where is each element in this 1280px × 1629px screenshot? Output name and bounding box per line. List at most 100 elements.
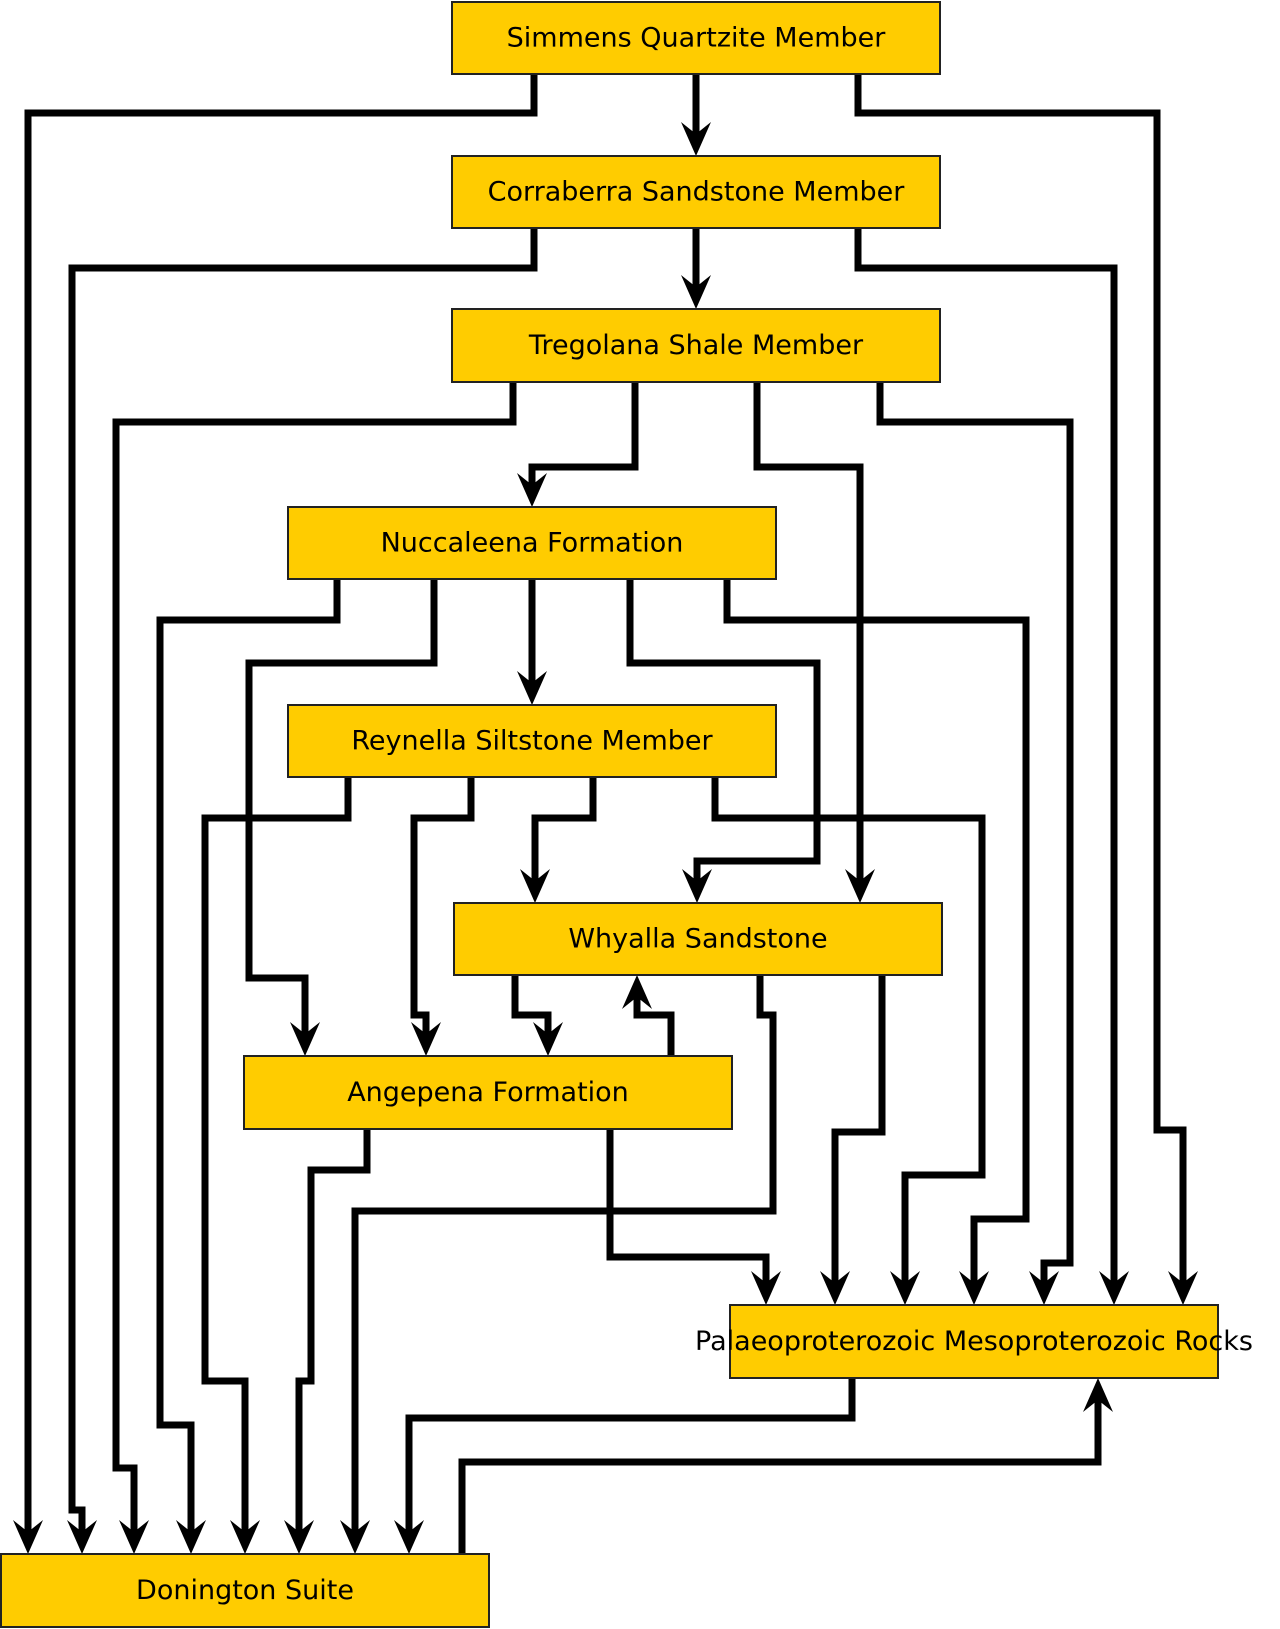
edge-line bbox=[723, 579, 1030, 1285]
edge-line bbox=[831, 975, 886, 1285]
node-palaeo[interactable]: Palaeoproterozoic Mesoproterozoic Rocks bbox=[695, 1304, 1253, 1379]
node-corraberra[interactable]: Corraberra Sandstone Member bbox=[451, 155, 941, 229]
node-box[interactable] bbox=[453, 902, 943, 976]
edge-reynella-to-palaeo bbox=[711, 777, 986, 1305]
edge-line bbox=[633, 995, 675, 1056]
node-box[interactable] bbox=[287, 506, 777, 580]
arrow-head-icon bbox=[290, 1022, 320, 1056]
arrow-head-icon bbox=[681, 122, 711, 156]
edge-line bbox=[156, 579, 341, 1534]
node-box[interactable] bbox=[287, 704, 777, 778]
node-box[interactable] bbox=[243, 1055, 733, 1130]
edge-whyalla-to-palaeo bbox=[820, 975, 886, 1305]
arrow-head-icon bbox=[959, 1271, 989, 1305]
arrow-head-icon bbox=[230, 1520, 260, 1554]
node-box[interactable] bbox=[451, 1, 941, 75]
node-label: Reynella Siltstone Member bbox=[351, 726, 713, 757]
arrow-head-icon bbox=[340, 1520, 370, 1554]
arrow-head-icon bbox=[681, 275, 711, 309]
node-donington[interactable]: Donington Suite bbox=[0, 1553, 490, 1628]
arrow-head-icon bbox=[1099, 1271, 1129, 1305]
edge-donington-to-palaeo bbox=[458, 1378, 1113, 1554]
node-reynella[interactable]: Reynella Siltstone Member bbox=[287, 704, 777, 778]
edge-simmens-to-palaeo bbox=[854, 74, 1198, 1305]
arrow-head-icon bbox=[13, 1520, 43, 1554]
arrow-head-icon bbox=[845, 869, 875, 903]
edge-line bbox=[245, 579, 438, 1036]
edge-line bbox=[528, 382, 639, 487]
edge-nuccaleena-to-reynella bbox=[517, 579, 547, 705]
node-box[interactable] bbox=[451, 155, 941, 229]
node-label: Angepena Formation bbox=[347, 1077, 629, 1108]
edge-line bbox=[854, 228, 1118, 1285]
edge-line bbox=[626, 579, 821, 883]
edge-simmens-to-corraberra bbox=[681, 74, 711, 156]
edge-line bbox=[68, 228, 538, 1534]
edge-line bbox=[711, 777, 986, 1285]
edge-line bbox=[410, 777, 475, 1036]
arrow-head-icon bbox=[411, 1022, 441, 1056]
edge-line bbox=[511, 975, 552, 1036]
edge-corraberra-to-palaeo bbox=[854, 228, 1129, 1305]
arrow-head-icon bbox=[119, 1520, 149, 1554]
arrow-head-icon bbox=[533, 1022, 563, 1056]
node-label: Nuccaleena Formation bbox=[381, 528, 684, 559]
node-box[interactable] bbox=[451, 308, 941, 383]
edge-line bbox=[24, 74, 538, 1534]
node-whyalla[interactable]: Whyalla Sandstone bbox=[453, 902, 943, 976]
node-box[interactable] bbox=[0, 1553, 490, 1628]
edge-nuccaleena-to-palaeo bbox=[723, 579, 1030, 1305]
edge-line bbox=[606, 1129, 770, 1285]
edge-reynella-to-angepena bbox=[410, 777, 475, 1056]
edge-line bbox=[854, 74, 1187, 1285]
node-nuccaleena[interactable]: Nuccaleena Formation bbox=[287, 506, 777, 580]
edge-tregolana-to-nuccaleena bbox=[517, 382, 639, 507]
edge-simmens-to-donington bbox=[13, 74, 538, 1554]
node-label: Whyalla Sandstone bbox=[568, 924, 827, 955]
node-tregolana[interactable]: Tregolana Shale Member bbox=[451, 308, 941, 383]
edge-line bbox=[753, 382, 864, 883]
arrow-head-icon bbox=[1029, 1271, 1059, 1305]
arrow-head-icon bbox=[622, 975, 652, 1009]
edge-nuccaleena-to-donington bbox=[156, 579, 341, 1554]
arrow-head-icon bbox=[517, 473, 547, 507]
edge-angepena-to-donington bbox=[284, 1129, 371, 1554]
edge-angepena-to-palaeo bbox=[606, 1129, 781, 1305]
edge-tregolana-to-palaeo bbox=[876, 382, 1074, 1305]
arrow-head-icon bbox=[520, 869, 550, 903]
edge-nuccaleena-to-whyalla bbox=[626, 579, 821, 903]
arrow-head-icon bbox=[517, 671, 547, 705]
edge-palaeo-to-donington bbox=[394, 1378, 856, 1554]
arrow-head-icon bbox=[890, 1271, 920, 1305]
edge-line bbox=[295, 1129, 371, 1534]
arrow-head-icon bbox=[394, 1520, 424, 1554]
edge-corraberra-to-donington bbox=[67, 228, 538, 1554]
node-label: Corraberra Sandstone Member bbox=[488, 177, 906, 208]
arrow-head-icon bbox=[1083, 1378, 1113, 1412]
edge-tregolana-to-donington bbox=[112, 382, 517, 1554]
edge-line bbox=[405, 1378, 856, 1534]
node-angepena[interactable]: Angepena Formation bbox=[243, 1055, 733, 1130]
arrow-head-icon bbox=[176, 1520, 206, 1554]
arrow-head-icon bbox=[1168, 1271, 1198, 1305]
arrow-head-icon bbox=[67, 1520, 97, 1554]
node-label: Tregolana Shale Member bbox=[528, 330, 864, 361]
edge-line bbox=[458, 1398, 1102, 1554]
edge-line bbox=[876, 382, 1074, 1285]
node-box[interactable] bbox=[729, 1304, 1219, 1379]
edges-layer bbox=[13, 74, 1198, 1554]
node-label: Simmens Quartzite Member bbox=[507, 23, 887, 54]
arrow-head-icon bbox=[751, 1271, 781, 1305]
node-simmens[interactable]: Simmens Quartzite Member bbox=[451, 1, 941, 75]
edge-reynella-to-whyalla bbox=[520, 777, 597, 903]
edge-line bbox=[112, 382, 517, 1534]
node-label: Donington Suite bbox=[136, 1575, 354, 1606]
edge-whyalla-to-angepena bbox=[511, 975, 563, 1056]
edge-line bbox=[351, 975, 777, 1534]
edge-tregolana-to-whyalla bbox=[753, 382, 875, 903]
edge-corraberra-to-tregolana bbox=[681, 228, 711, 309]
arrow-head-icon bbox=[820, 1271, 850, 1305]
node-label: Palaeoproterozoic Mesoproterozoic Rocks bbox=[695, 1326, 1253, 1357]
